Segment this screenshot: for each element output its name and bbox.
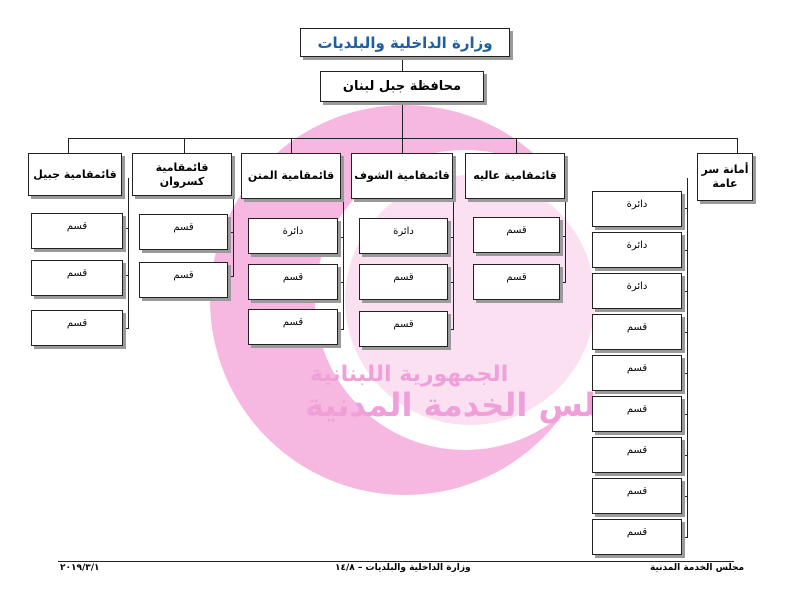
connector — [737, 138, 738, 153]
metn-section: قسم — [248, 309, 338, 345]
chouf-section: قسم — [359, 311, 448, 347]
aley-section: قسم — [473, 217, 560, 253]
stub — [228, 276, 234, 277]
stub — [448, 237, 454, 238]
stub — [682, 208, 688, 209]
jbeil-section: قسم — [31, 213, 123, 249]
footer-organization: مجلس الخدمة المدنية — [650, 563, 745, 573]
connector — [184, 138, 185, 153]
stub — [682, 291, 688, 292]
spine — [343, 178, 344, 329]
stub — [448, 282, 454, 283]
stub — [448, 329, 454, 330]
stub — [682, 373, 688, 374]
connector — [402, 138, 403, 153]
secretariat-section: قسم — [592, 437, 682, 473]
stub — [123, 328, 129, 329]
connector — [402, 102, 403, 138]
stub — [338, 282, 344, 283]
connector — [402, 57, 403, 71]
stub — [682, 496, 688, 497]
governorate-box: محافظة جبل لبنان — [320, 71, 484, 102]
general-secretariat-box: أمانة سر عامة — [697, 153, 753, 201]
aley-section: قسم — [473, 264, 560, 300]
stub — [123, 275, 129, 276]
connector — [291, 138, 292, 153]
footer-rule — [58, 561, 734, 562]
connector — [68, 138, 69, 153]
stub — [338, 329, 344, 330]
district-chouf-box: قائمقامية الشوف — [351, 153, 453, 199]
secretariat-department: دائرة — [592, 273, 682, 309]
secretariat-department: دائرة — [592, 191, 682, 227]
stub — [560, 236, 566, 237]
secretariat-section: قسم — [592, 396, 682, 432]
watermark-line2: مجلس الخدمة المدنية — [305, 386, 640, 424]
stub — [682, 455, 688, 456]
kesrouan-section: قسم — [139, 214, 228, 250]
chouf-section: قسم — [359, 264, 448, 300]
jbeil-section: قسم — [31, 260, 123, 296]
footer-date: ٢٠١٩/٣/١ — [60, 563, 100, 573]
secretariat-section: قسم — [592, 478, 682, 514]
jbeil-section: قسم — [31, 310, 123, 346]
metn-department: دائرة — [248, 218, 338, 254]
stub — [228, 232, 234, 233]
district-metn-box: قائمقامية المتن — [241, 153, 341, 199]
spine — [233, 178, 234, 276]
ministry-title-box: وزارة الداخلية والبلديات — [300, 28, 510, 57]
kesrouan-section: قسم — [139, 262, 228, 298]
stub — [682, 414, 688, 415]
stub — [682, 250, 688, 251]
stub — [338, 237, 344, 238]
district-jbeil-box: قائمقامية جبيل — [28, 153, 122, 196]
spine — [453, 178, 454, 329]
metn-section: قسم — [248, 264, 338, 300]
district-kesrouan-box: قائمقامية كسروان — [132, 153, 232, 196]
spine — [565, 178, 566, 282]
stub — [682, 332, 688, 333]
stub — [123, 228, 129, 229]
connector — [68, 138, 738, 139]
watermark-line1: الجمهورية اللبنانية — [310, 362, 509, 387]
stub — [560, 282, 566, 283]
connector — [516, 138, 517, 153]
secretariat-department: دائرة — [592, 232, 682, 268]
footer-page-info: وزارة الداخلية والبلديات – ١٤/٨ — [335, 563, 471, 573]
spine — [687, 178, 688, 538]
stub — [682, 537, 688, 538]
chouf-department: دائرة — [359, 218, 448, 254]
district-aley-box: قائمقامية عاليه — [465, 153, 565, 199]
spine — [128, 178, 129, 328]
secretariat-section: قسم — [592, 519, 682, 555]
secretariat-section: قسم — [592, 355, 682, 391]
secretariat-section: قسم — [592, 314, 682, 350]
